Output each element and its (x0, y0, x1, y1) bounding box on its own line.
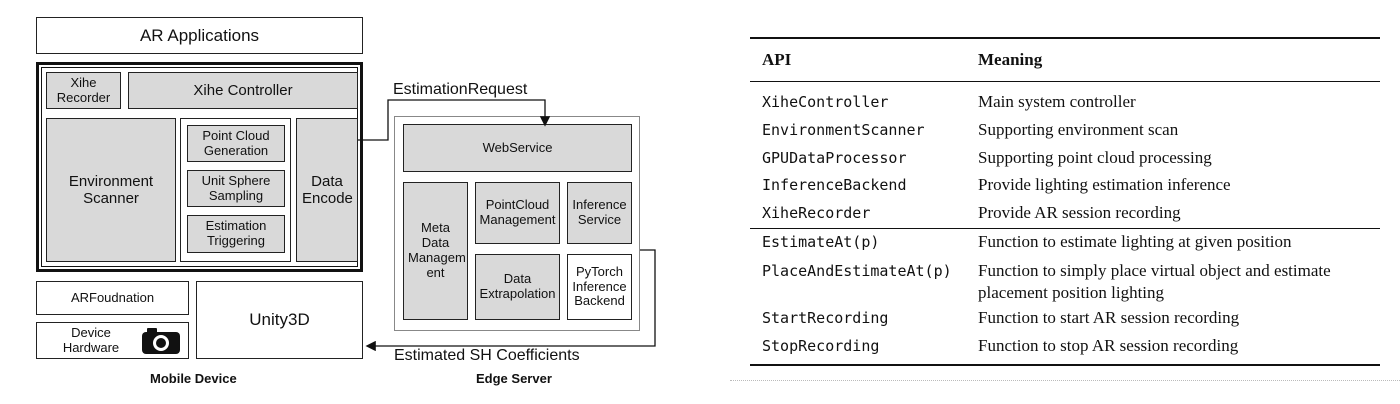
table-row-meaning: Function to start AR session recording (978, 308, 1240, 327)
architecture-diagram: AR Applications Xihe Recorder Xihe Contr… (36, 17, 656, 386)
meta-data-management-label: Meta Data Managem ent (408, 220, 466, 280)
table-row-meaning: Supporting environment scan (978, 120, 1179, 139)
unity3d-label: Unity3D (249, 310, 310, 330)
connection-arrows (358, 99, 656, 352)
estimated-sh-label: Estimated SH Coefficients (394, 347, 580, 364)
meta-data-management-box: Meta Data Managem ent (403, 182, 468, 320)
webservice-label: WebService (482, 139, 553, 155)
table-header-rule (750, 81, 1380, 82)
table-row-meaning: Main system controller (978, 92, 1136, 111)
table-row-api: PlaceAndEstimateAt(p) (762, 262, 952, 280)
ar-applications-box: AR Applications (36, 17, 363, 54)
inference-service-label: Inference Service (572, 197, 627, 227)
dotted-divider (730, 380, 1400, 381)
edge-server-container (394, 116, 640, 331)
estimation-request-label: EstimationRequest (393, 81, 528, 98)
xihe-recorder-label: Xihe Recorder (56, 74, 111, 105)
data-extrapolation-label: Data Extrapolation (479, 271, 556, 301)
data-encode-label: Data Encode (302, 172, 353, 207)
estimated-sh-arrow (365, 249, 656, 352)
table-row-api: InferenceBackend (762, 176, 907, 194)
unit-sphere-sampling-box: Unit Sphere Sampling (187, 170, 285, 207)
device-hardware-label: Device Hardware (62, 324, 120, 355)
table-row-meaning: Function to estimate lighting at given p… (978, 232, 1292, 251)
table-top-rule (750, 37, 1380, 39)
table-row-meaning: Function to stop AR session recording (978, 336, 1239, 355)
estimation-triggering-box: Estimation Triggering (187, 215, 285, 253)
ar-applications-label: AR Applications (139, 25, 260, 45)
table-row-meaning: Supporting point cloud processing (978, 148, 1212, 167)
data-encode-box: Data Encode (296, 118, 358, 262)
pointcloud-management-box: PointCloud Management (475, 182, 560, 244)
table-row-meaning: Function to simply place virtual object … (978, 261, 1331, 303)
point-cloud-generation-label: Point Cloud Generation (202, 127, 270, 158)
arfoundation-label: ARFoudnation (70, 289, 155, 305)
unit-sphere-sampling-label: Unit Sphere Sampling (201, 172, 271, 203)
environment-scanner-label: Environment Scanner (68, 172, 154, 207)
inference-service-box: Inference Service (567, 182, 632, 244)
table-row-api: EnvironmentScanner (762, 121, 925, 139)
xihe-recorder-box: Xihe Recorder (46, 72, 121, 109)
camera-icon (141, 327, 181, 359)
table-row-api: StartRecording (762, 309, 889, 327)
table-row-api: XiheRecorder (762, 204, 871, 222)
table-row-api: GPUDataProcessor (762, 149, 907, 167)
xihe-controller-label: Xihe Controller (193, 81, 293, 99)
table-bottom-rule (750, 364, 1380, 366)
device-hardware-box: Device Hardware (36, 322, 189, 359)
estimation-triggering-label: Estimation Triggering (205, 218, 267, 248)
header-meaning: Meaning (978, 50, 1043, 69)
xihe-framework-container (36, 62, 363, 272)
table-row-meaning: Provide AR session recording (978, 203, 1181, 222)
table-row-api: StopRecording (762, 337, 880, 355)
data-extrapolation-box: Data Extrapolation (475, 254, 560, 320)
arfoundation-box: ARFoudnation (36, 281, 189, 315)
header-api: API (762, 50, 792, 69)
table-group-rule (750, 228, 1380, 229)
environment-scanner-box: Environment Scanner (46, 118, 176, 262)
point-cloud-generation-box: Point Cloud Generation (187, 125, 285, 162)
table-row-meaning: Provide lighting estimation inference (978, 175, 1231, 194)
xihe-controller-box: Xihe Controller (128, 72, 358, 109)
estimation-request-arrow (358, 99, 551, 141)
pytorch-inference-backend-label: PyTorch Inference Backend (572, 263, 627, 309)
mobile-device-caption: Mobile Device (150, 371, 237, 386)
unity3d-box: Unity3D (196, 281, 363, 359)
gpu-processing-group (180, 118, 291, 262)
pytorch-inference-backend-box: PyTorch Inference Backend (567, 254, 632, 320)
table-row-api: XiheController (762, 93, 889, 111)
table-row-api: EstimateAt(p) (762, 233, 880, 251)
edge-server-caption: Edge Server (476, 371, 552, 386)
webservice-box: WebService (403, 124, 632, 172)
pointcloud-management-label: PointCloud Management (479, 197, 556, 227)
